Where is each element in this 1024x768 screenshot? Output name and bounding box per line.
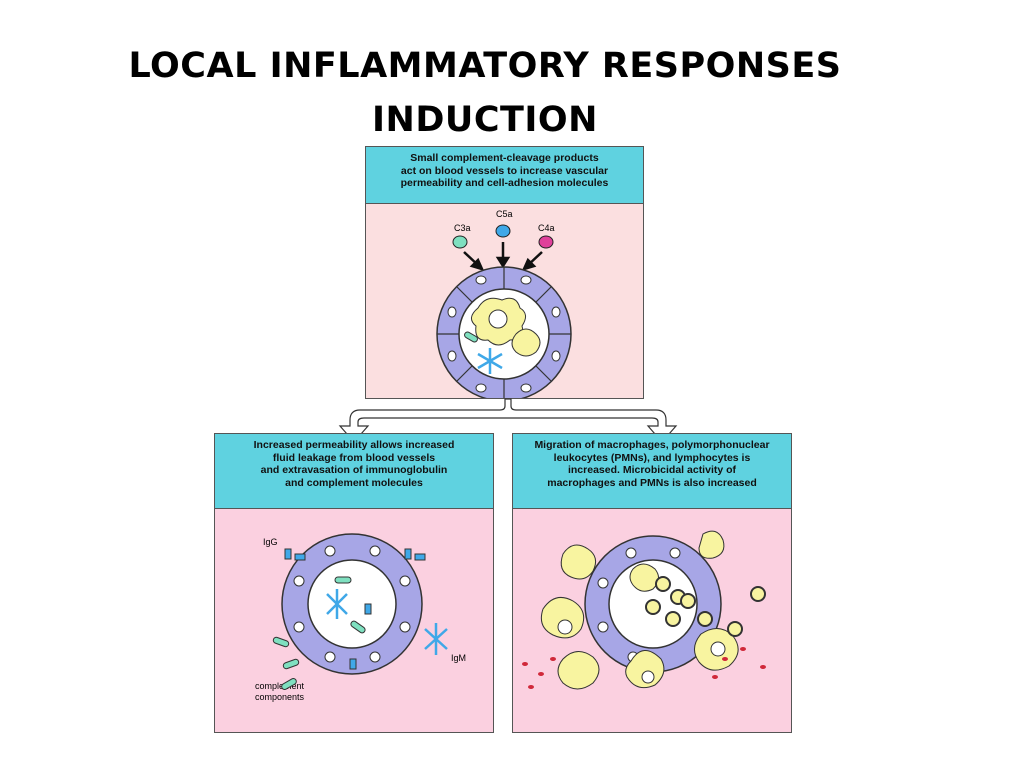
top-panel-header: Small complement-cleavage products act o… [366,147,643,204]
c5a-label: C5a [496,209,513,219]
igg-icon [284,548,426,670]
red-cell-icons [522,647,766,689]
split-arrow-icon [338,398,678,443]
top-panel: Small complement-cleavage products act o… [365,146,644,399]
left-panel: Increased permeability allows increased … [214,433,494,733]
igm-label: IgM [451,653,466,663]
complement-label-2: components [255,692,305,702]
left-panel-illustration: IgG IgM complement components [255,533,466,702]
c4a-molecule-icon [538,235,554,249]
top-panel-illustration: C3a C5a C4a [436,209,572,398]
pmn-icons [645,576,766,637]
macrophage-icons [540,530,739,690]
c3a-molecule-icon [452,235,468,249]
right-panel-illustration [522,530,766,690]
right-panel-header: Migration of macrophages, polymorphonucl… [513,434,791,509]
page-title-line-1: LOCAL INFLAMMATORY RESPONSES [128,46,842,86]
c5a-molecule-icon [495,224,511,238]
igm-icon [477,348,503,374]
left-panel-header: Increased permeability allows increased … [215,434,493,509]
blood-vessel-icon [436,266,572,398]
c4a-label: C4a [538,223,555,233]
complement-label-1: complement [255,681,305,691]
right-panel: Migration of macrophages, polymorphonucl… [512,433,792,733]
page-title-line-2: INDUCTION [372,100,598,140]
arrow-icons [463,242,543,271]
igg-label: IgG [263,537,278,547]
blood-vessel-icon [272,533,448,690]
c3a-label: C3a [454,223,471,233]
